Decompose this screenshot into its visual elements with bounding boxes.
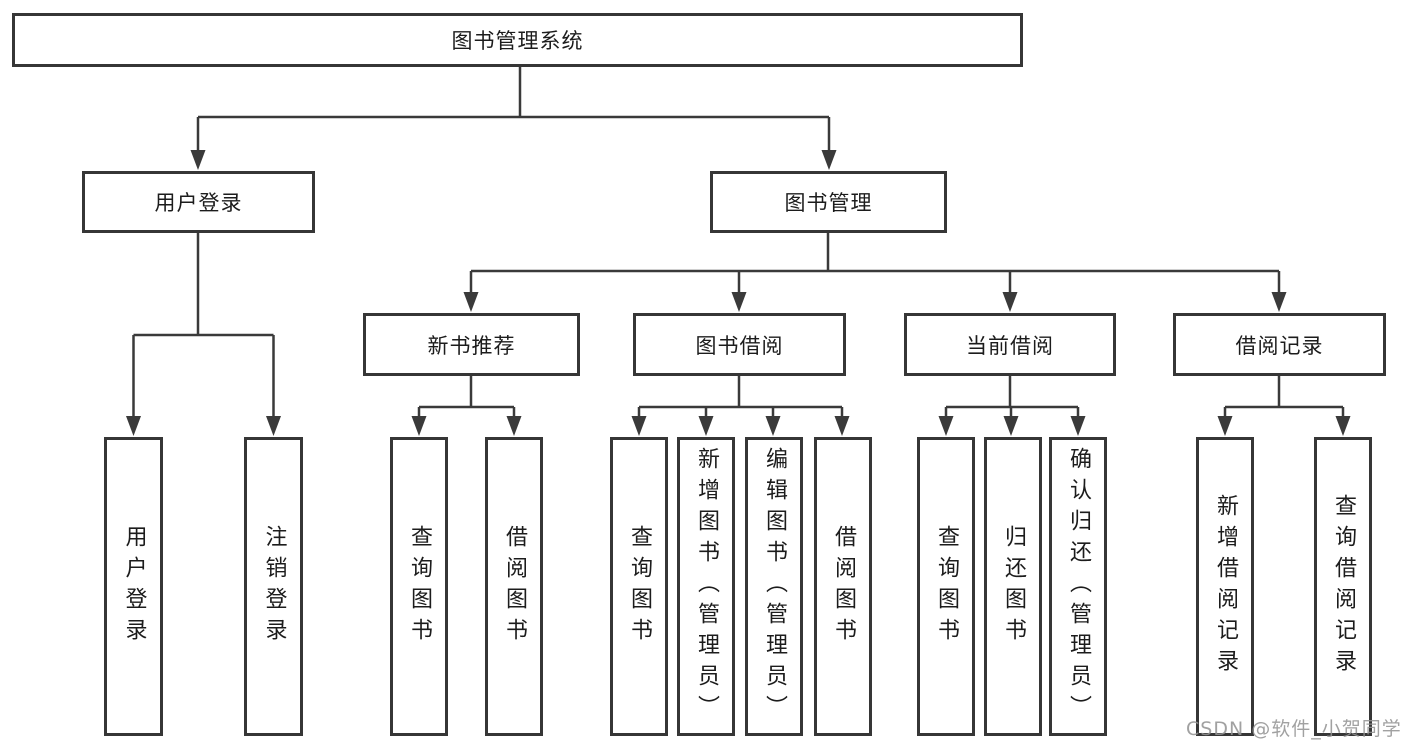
leaf-borrow-add-books-admin-label: 新增图书（管理员） [694,447,719,726]
leaf-borrow-add-books-admin: 新增图书（管理员） [677,437,735,736]
leaf-records-query-record-label: 查询借阅记录 [1331,493,1356,680]
node-book-borrow-label: 图书借阅 [695,333,784,358]
leaf-newbook-borrow-books-label: 借阅图书 [502,524,527,649]
csdn-watermark: CSDN @软件_小贺同学 [1186,718,1402,740]
node-book-management-branch-label: 图书管理 [784,191,873,215]
node-root-label: 图书管理系统 [451,29,584,53]
node-current-borrow: 当前借阅 [904,313,1116,376]
leaf-logout: 注销登录 [244,437,303,736]
leaf-current-query-books: 查询图书 [917,437,975,736]
leaf-newbook-borrow-books: 借阅图书 [485,437,543,736]
leaf-current-query-books-label: 查询图书 [934,524,959,649]
leaf-borrow-edit-books-admin: 编辑图书（管理员） [745,437,803,736]
leaf-borrow-borrow-books: 借阅图书 [814,437,872,736]
node-borrow-records: 借阅记录 [1173,313,1386,376]
leaf-current-return-books: 归还图书 [984,437,1042,736]
node-user-login-branch: 用户登录 [82,171,315,233]
leaf-borrow-query-books: 查询图书 [610,437,668,736]
leaf-borrow-borrow-books-label: 借阅图书 [831,524,856,649]
node-root: 图书管理系统 [12,13,1023,67]
node-new-book-recommend: 新书推荐 [363,313,580,376]
leaf-current-return-books-label: 归还图书 [1001,524,1026,649]
leaf-logout-label: 注销登录 [261,524,287,649]
leaf-current-confirm-return-admin-label: 确认归还（管理员） [1066,447,1091,726]
node-new-book-recommend-label: 新书推荐 [427,333,516,358]
node-user-login-branch-label: 用户登录 [154,191,243,215]
leaf-current-confirm-return-admin: 确认归还（管理员） [1049,437,1107,736]
node-current-borrow-label: 当前借阅 [966,333,1054,358]
leaf-records-query-record: 查询借阅记录 [1314,437,1372,736]
leaf-borrow-query-books-label: 查询图书 [627,524,652,649]
leaf-records-add-record: 新增借阅记录 [1196,437,1254,736]
leaf-user-login: 用户登录 [104,437,163,736]
leaf-newbook-query-books-label: 查询图书 [407,524,432,649]
leaf-newbook-query-books: 查询图书 [390,437,448,736]
leaf-user-login-label: 用户登录 [121,524,147,649]
leaf-borrow-edit-books-admin-label: 编辑图书（管理员） [762,447,787,726]
node-book-borrow: 图书借阅 [633,313,846,376]
node-book-management-branch: 图书管理 [710,171,947,233]
leaf-records-add-record-label: 新增借阅记录 [1213,493,1238,680]
node-borrow-records-label: 借阅记录 [1235,333,1324,358]
